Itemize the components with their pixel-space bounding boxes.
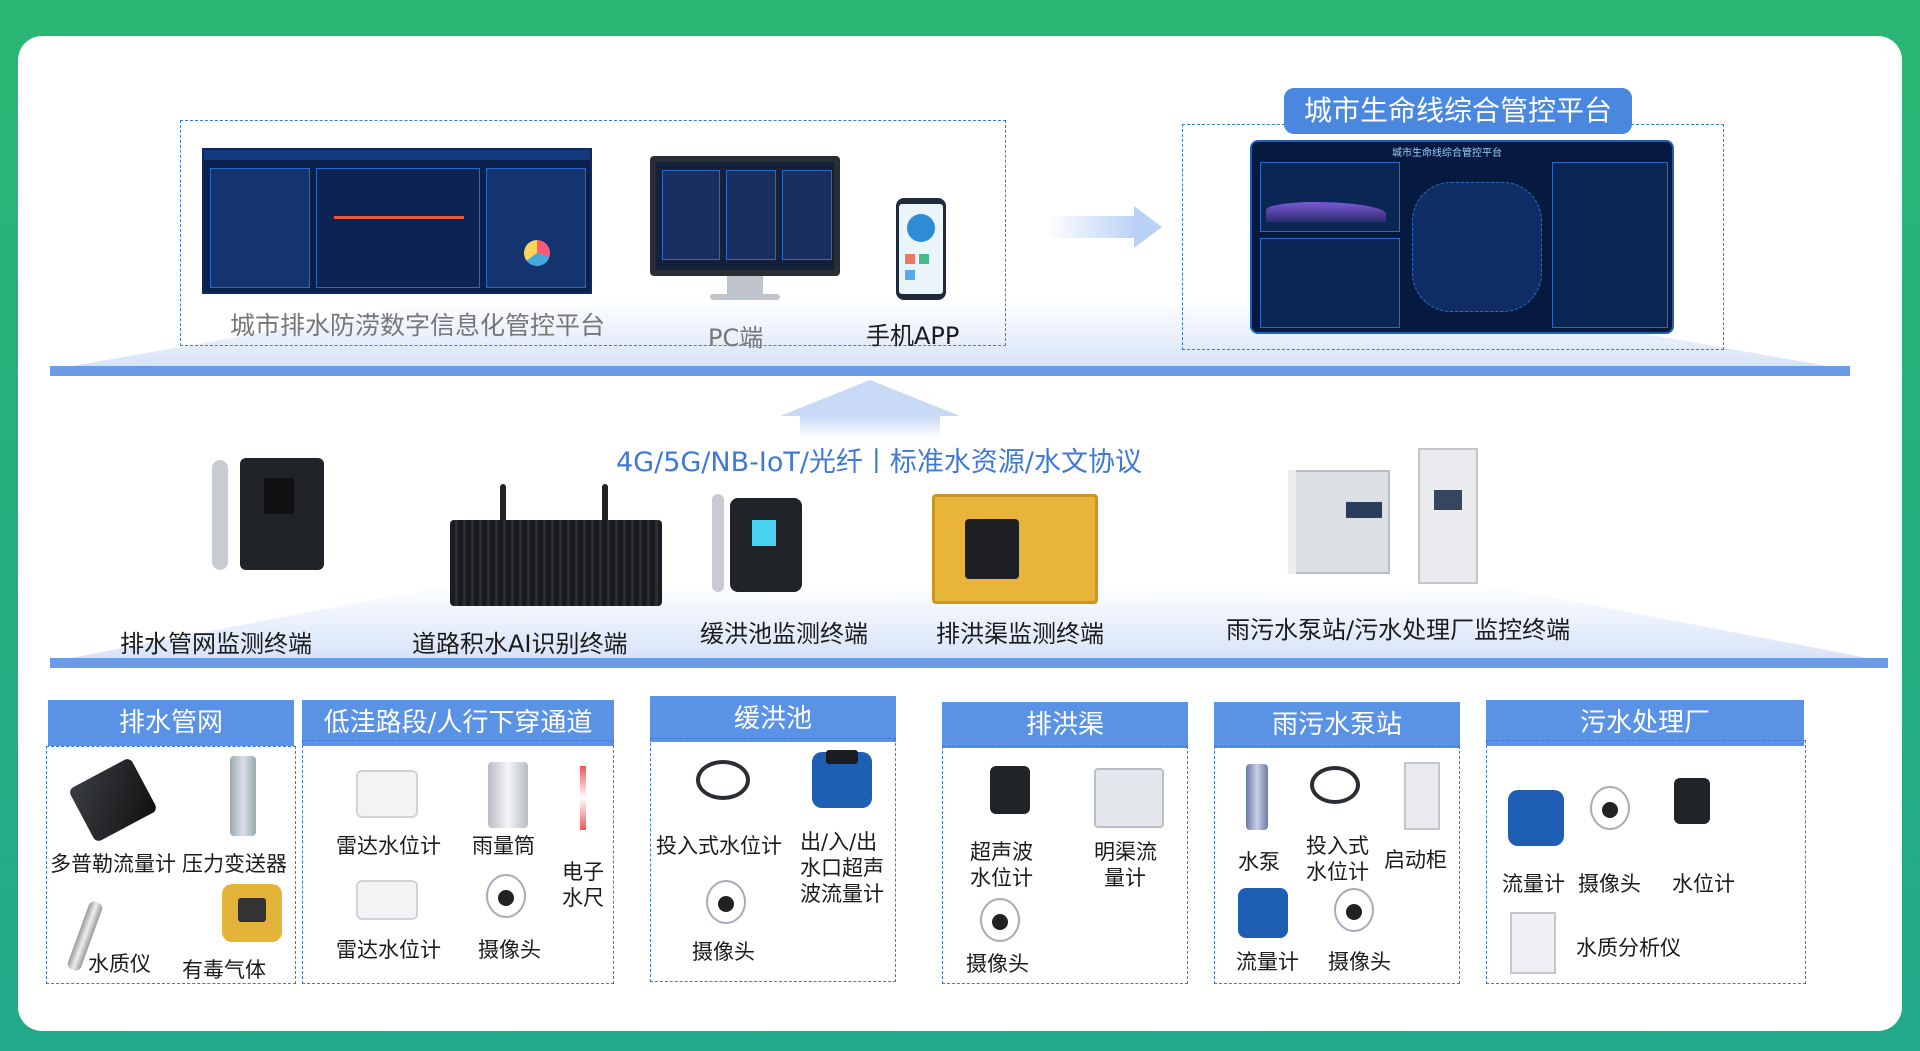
flowmeter-icon-2 (1508, 790, 1564, 846)
radar-level-meter-icon-2 (356, 880, 418, 920)
control-platform-screenshot (202, 148, 592, 294)
flow-arrow-right (1046, 216, 1136, 238)
submersible-level-meter-label-2b: 水位计 (1306, 860, 1369, 884)
category-drainage-pipe-title: 排水管网 (48, 700, 294, 746)
city-platform-title: 城市生命线综合管控平台 (1284, 88, 1633, 134)
camera-label-3: 摄像头 (966, 952, 1029, 976)
pressure-transmitter-icon (230, 756, 256, 836)
open-channel-flowmeter-label-1: 明渠流 (1094, 840, 1157, 864)
ultrasonic-flowmeter-label-2: 水口超声 (800, 856, 884, 880)
terminal2-device (450, 520, 662, 606)
start-cabinet-label: 启动柜 (1384, 848, 1447, 872)
open-channel-flowmeter-icon (1094, 768, 1164, 828)
ultrasonic-level-meter-icon (990, 766, 1030, 814)
camera-label-2: 摄像头 (692, 940, 755, 964)
mobile-phone (896, 198, 946, 300)
terminal2-antenna-2 (602, 484, 608, 540)
electronic-staff-gauge-label-1: 电子 (562, 860, 604, 884)
flowmeter-label-1: 流量计 (1236, 950, 1299, 974)
camera-label-4: 摄像头 (1328, 950, 1391, 974)
water-quality-analyzer-label: 水质分析仪 (1576, 936, 1681, 960)
top-platform-bar (50, 366, 1850, 376)
flowmeter-icon (1238, 888, 1288, 938)
doppler-flowmeter-label: 多普勒流量计 (50, 852, 176, 876)
flowmeter-label-2: 流量计 (1502, 872, 1565, 896)
terminal1-label: 排水管网监测终端 (120, 630, 312, 658)
submersible-level-meter-icon (696, 760, 750, 800)
camera-icon (486, 874, 526, 918)
category-flood-channel-box (942, 746, 1188, 984)
radar-level-meter-icon (356, 770, 418, 818)
terminal2-antenna-1 (500, 484, 506, 540)
mini-screen-title: 城市生命线综合管控平台 (1392, 148, 1502, 159)
toxic-gas-detector-icon (222, 884, 282, 942)
category-pump-station-title: 雨污水泵站 (1214, 702, 1460, 748)
city-platform-screenshot: 城市生命线综合管控平台 (1250, 140, 1674, 334)
terminal1-device (240, 458, 324, 570)
category-lowland-road-box (302, 740, 614, 984)
ultrasonic-flowmeter-label-3: 波流量计 (800, 882, 884, 906)
network-protocol-label: 4G/5G/NB-IoT/光纤丨标准水资源/水文协议 (616, 447, 1143, 478)
pc-monitor-stand (727, 276, 763, 296)
submersible-level-meter-icon-2 (1310, 766, 1360, 804)
submersible-level-meter-label: 投入式水位计 (656, 834, 782, 858)
rain-gauge-icon (488, 762, 528, 828)
camera-icon-3 (980, 898, 1020, 942)
level-meter-icon (1674, 778, 1710, 824)
water-pump-label: 水泵 (1238, 850, 1280, 874)
level-meter-label: 水位计 (1672, 872, 1735, 896)
toxic-gas-detector-label: 有毒气体 (182, 958, 266, 982)
drainage-platform-label: 城市排水防涝数字信息化管控平台 (230, 311, 606, 340)
upload-arrow-body (800, 416, 940, 438)
category-flood-pond-box (650, 738, 896, 982)
flow-arrow-head (1134, 206, 1162, 248)
category-drainage-pipe-box (46, 746, 296, 984)
water-pump-icon (1246, 764, 1268, 830)
electronic-staff-gauge-icon (580, 766, 586, 830)
pc-monitor-base (710, 294, 780, 300)
ultrasonic-level-meter-label-2: 水位计 (970, 866, 1033, 890)
middle-platform-bar (50, 658, 1888, 668)
terminal1-antenna (212, 460, 228, 570)
water-quality-analyzer-icon (1510, 912, 1556, 974)
open-channel-flowmeter-label-2: 量计 (1104, 866, 1146, 890)
terminal3-device (730, 498, 802, 592)
terminal5-cabinet-2 (1418, 448, 1478, 584)
terminal3-antenna (712, 494, 724, 592)
electronic-staff-gauge-label-2: 水尺 (562, 886, 604, 910)
water-quality-meter-label: 水质仪 (88, 952, 151, 976)
category-flood-channel-title: 排洪渠 (942, 702, 1188, 748)
submersible-level-meter-label-2a: 投入式 (1306, 834, 1369, 858)
radar-level-meter-label-2: 雷达水位计 (336, 938, 441, 962)
pc-label: PC端 (708, 324, 764, 352)
ultrasonic-flowmeter-icon (812, 750, 872, 808)
terminal4-label: 排洪渠监测终端 (936, 620, 1104, 648)
pressure-transmitter-label: 压力变送器 (182, 852, 287, 876)
ultrasonic-level-meter-label-1: 超声波 (970, 840, 1033, 864)
pc-monitor-screen (650, 156, 840, 276)
rain-gauge-label: 雨量筒 (472, 834, 535, 858)
category-flood-pond-title: 缓洪池 (650, 696, 896, 742)
upload-arrow (780, 380, 960, 416)
platform-dashbox-left (180, 120, 1006, 346)
radar-level-meter-label-1: 雷达水位计 (336, 834, 441, 858)
terminal3-label: 缓洪池监测终端 (700, 620, 868, 648)
camera-icon-4 (1334, 888, 1374, 932)
app-label: 手机APP (866, 322, 960, 350)
category-pump-station-box (1214, 746, 1460, 984)
camera-icon-2 (706, 880, 746, 924)
terminal2-label: 道路积水AI识别终端 (412, 630, 628, 658)
camera-label-1: 摄像头 (478, 938, 541, 962)
start-cabinet-icon (1404, 762, 1440, 830)
ultrasonic-flowmeter-label-1: 出/入/出 (800, 830, 878, 854)
terminal5-label: 雨污水泵站/污水处理厂监控终端 (1226, 616, 1571, 644)
camera-icon-5 (1590, 786, 1630, 830)
category-sewage-plant-title: 污水处理厂 (1486, 700, 1804, 746)
category-sewage-plant-box (1486, 740, 1806, 984)
category-lowland-road-title: 低洼路段/人行下穿通道 (302, 700, 614, 746)
terminal5-cabinet-1 (1290, 470, 1390, 574)
terminal5-cabinet-door (1288, 470, 1296, 574)
terminal4-device (932, 494, 1098, 604)
camera-label-5: 摄像头 (1578, 872, 1641, 896)
